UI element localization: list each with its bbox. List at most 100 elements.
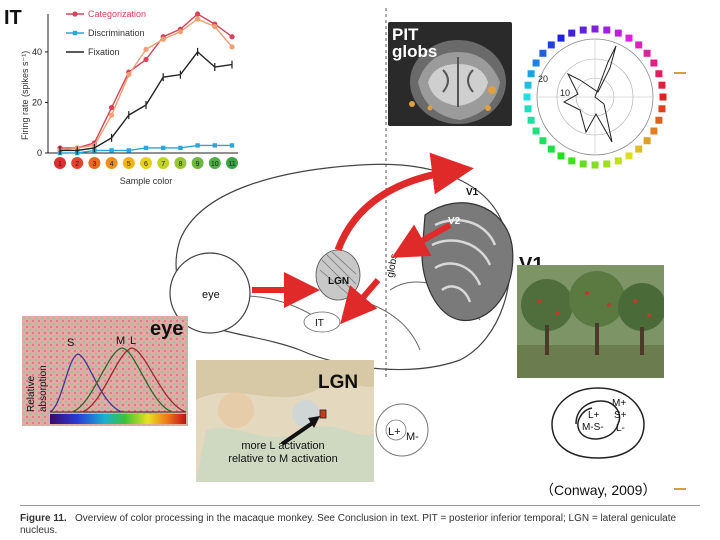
polar-color-square <box>658 105 666 113</box>
polar-color-square <box>650 59 658 67</box>
it-y-tick-label: 40 <box>32 47 42 57</box>
sample-color-circle <box>140 157 152 169</box>
v1-outer-m-plus: M+ <box>612 398 626 409</box>
v1-inner-m-s-minus: M-S- <box>582 422 604 433</box>
sample-color-number: 1 <box>58 161 62 168</box>
pit-globs-image: PIT globs <box>388 22 512 126</box>
it-xlabel: Sample color <box>120 176 173 186</box>
s-curve-label: S <box>67 337 74 349</box>
sample-color-circle <box>122 157 135 169</box>
pit-title: PIT globs <box>392 26 437 60</box>
citation: （Conway, 2009） <box>540 482 657 498</box>
polar-color-square <box>591 161 599 169</box>
v1-region-label: V1 <box>466 187 479 198</box>
lgn-caption: more L activation relative to M activati… <box>208 440 358 466</box>
polar-color-square <box>603 26 611 34</box>
polar-color-square <box>655 116 663 124</box>
sample-color-circle <box>174 157 187 169</box>
it-point <box>229 44 235 50</box>
it-point <box>195 11 201 17</box>
polar-color-square <box>603 160 611 168</box>
lgn-caption-line2: relative to M activation <box>228 453 338 465</box>
it-point <box>195 143 200 148</box>
polar-color-square <box>527 70 535 78</box>
polar-color-square <box>523 93 531 101</box>
it-series-line <box>60 13 233 149</box>
sample-color-number: 10 <box>211 161 219 168</box>
it-ylabel: Firing rate (spikes s⁻¹) <box>20 51 30 140</box>
it-region-label: IT <box>315 318 324 329</box>
polar-tick-10: 10 <box>560 88 570 98</box>
legend-label: Discrimination <box>88 28 145 38</box>
it-panel-label: IT <box>4 7 22 29</box>
arrow-globs-to-it <box>340 278 381 325</box>
polar-color-square <box>591 25 599 33</box>
polar-color-square <box>539 137 547 145</box>
pit-title-line1: PIT <box>392 25 419 44</box>
polar-tick-20: 20 <box>538 74 548 84</box>
dashed-divider <box>385 8 387 378</box>
eye-ylabel-line2: absorption <box>38 365 49 412</box>
it-point <box>177 29 183 35</box>
polar-color-square <box>532 59 540 67</box>
v1-double-opponent-diagram: M+ S+ L- L+ M-S- <box>551 387 645 459</box>
it-point <box>195 16 201 22</box>
polar-color-square <box>659 93 667 101</box>
it-point <box>126 72 132 78</box>
m-cone-curve <box>71 347 173 413</box>
polar-color-square <box>614 29 622 37</box>
polar-color-square <box>650 127 658 135</box>
sample-color-circle <box>71 157 84 169</box>
polar-color-square <box>635 145 643 153</box>
it-point <box>178 145 183 151</box>
it-point <box>109 148 114 153</box>
arrow-lgn-to-v1 <box>334 152 474 252</box>
eye-ylabel-line1: Relative <box>26 375 37 412</box>
legend-label: Categorization <box>88 9 146 19</box>
it-series-line <box>59 18 233 152</box>
eye-circle <box>169 252 251 334</box>
polar-color-square <box>635 41 643 49</box>
occipital-cortex <box>421 202 514 321</box>
sample-color-number: 5 <box>127 161 131 168</box>
sample-color-number: 8 <box>178 161 182 168</box>
it-point <box>109 104 115 111</box>
lgn-label: LGN <box>328 276 349 287</box>
polar-color-squares <box>523 25 667 169</box>
s-cone-curve <box>49 353 123 413</box>
sample-color-circle <box>105 157 118 169</box>
polar-color-square <box>568 157 576 165</box>
sample-color-circle <box>54 157 66 169</box>
m-curve-label: M <box>116 335 125 347</box>
polar-color-square <box>614 157 622 165</box>
sample-color-number: 4 <box>110 161 114 168</box>
polar-color-square <box>643 137 651 145</box>
pit-title-line2: globs <box>392 42 438 61</box>
polar-tuning-plot: 20 10 <box>523 25 667 169</box>
it-point <box>212 24 218 30</box>
sample-color-number: 11 <box>228 161 235 168</box>
polar-tuning-curve <box>562 45 617 143</box>
polar-color-square <box>547 145 555 153</box>
polar-color-square <box>527 116 535 124</box>
legend-marker <box>72 30 78 36</box>
it-y-tick-label: 20 <box>32 97 42 107</box>
it-point <box>143 46 149 52</box>
sample-color-circle <box>157 157 170 169</box>
polar-color-square <box>655 70 663 78</box>
sample-color-circle <box>88 157 101 169</box>
polar-color-square <box>524 81 532 89</box>
v1-outer-l-minus: L- <box>616 423 625 434</box>
lgn-cell-receptive-field: L+ M- <box>375 403 429 457</box>
polar-color-square <box>643 49 651 57</box>
figure-caption: Figure 11. Overview of color processing … <box>20 513 710 537</box>
legend-marker <box>72 11 78 17</box>
v1-outer-s-plus: S+ <box>614 410 627 421</box>
sample-color-circle <box>191 157 204 169</box>
sample-color-number: 3 <box>92 161 96 168</box>
it-point <box>126 148 131 153</box>
v2-region-label: V2 <box>448 216 461 227</box>
lgn-panel-label: LGN <box>318 372 359 393</box>
